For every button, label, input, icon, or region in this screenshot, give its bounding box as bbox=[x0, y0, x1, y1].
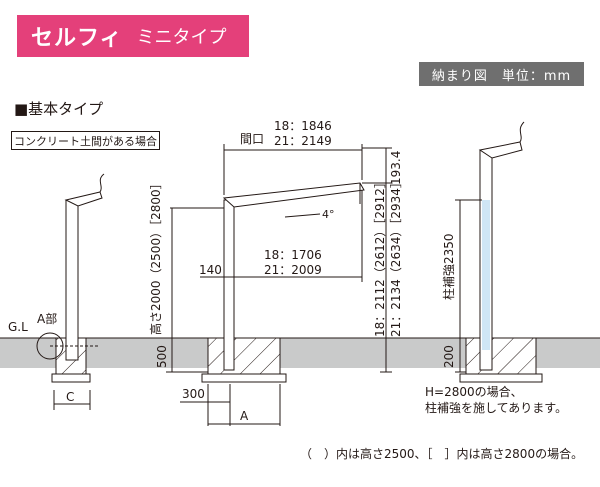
footing-left-base bbox=[51, 373, 91, 383]
footing-center bbox=[207, 337, 281, 375]
footing-center-base bbox=[201, 373, 287, 383]
note-h2800-1: H=2800の場合、 bbox=[425, 384, 523, 399]
product-type: ミニタイプ bbox=[136, 27, 227, 48]
center-figure: 間口 18：1846 21：2149 4° 140 18：1706 21：200… bbox=[148, 119, 403, 426]
opening-18: 18：1846 bbox=[274, 119, 332, 133]
dim-140: 140 bbox=[199, 263, 222, 277]
note-h2800-2: 柱補強を施してあります。 bbox=[425, 400, 567, 415]
footing-right-base bbox=[459, 373, 543, 383]
angle-label: 4° bbox=[322, 208, 335, 221]
gl-label: G.L bbox=[8, 320, 28, 334]
dim-200: 200 bbox=[442, 345, 456, 368]
post-center bbox=[223, 199, 235, 371]
reinforce-bar bbox=[482, 200, 490, 350]
height-right-21: 21：2134（2634）［2934］ bbox=[389, 176, 403, 337]
reinforce-label: 柱補強2350 bbox=[441, 233, 456, 300]
footnote: （ ）内は高さ2500、［ ］内は高さ2800の場合。 bbox=[300, 446, 583, 461]
break-mark-right bbox=[519, 121, 525, 143]
product-name: セルフィ bbox=[31, 26, 123, 51]
basic-type-heading: ■基本タイプ bbox=[14, 100, 104, 118]
title-banner: セルフィ ミニタイプ bbox=[17, 15, 249, 57]
dim-193: 193.4 bbox=[389, 151, 403, 185]
dim-500: 500 bbox=[155, 345, 169, 368]
roof-center bbox=[222, 182, 365, 208]
dim-300: 300 bbox=[182, 387, 205, 401]
c-label: C bbox=[66, 390, 74, 404]
a-label: A bbox=[240, 409, 249, 423]
span-18: 18：1706 bbox=[264, 248, 322, 262]
right-figure: 柱補強2350 200 H=2800の場合、 柱補強を施してあります。 bbox=[425, 121, 567, 415]
post-left bbox=[65, 199, 79, 361]
opening-label: 間口 bbox=[240, 132, 264, 146]
beam-right bbox=[478, 141, 523, 159]
a-part-label: A部 bbox=[37, 311, 57, 326]
opening-21: 21：2149 bbox=[274, 134, 332, 148]
break-mark-left bbox=[99, 173, 105, 193]
span-21: 21：2009 bbox=[264, 263, 322, 277]
height-right-18: 18：2112（2612）［2912］ bbox=[373, 176, 387, 337]
beam-left bbox=[64, 191, 103, 207]
left-figure: G.L A部 C bbox=[8, 173, 105, 410]
footing-right bbox=[465, 337, 537, 375]
units-label: 納まり図 単位：mm bbox=[419, 62, 584, 86]
condition-label: コンクリート土間がある場合 bbox=[11, 131, 160, 150]
height-left: 高さ2000（2500）［2800］ bbox=[148, 177, 163, 335]
